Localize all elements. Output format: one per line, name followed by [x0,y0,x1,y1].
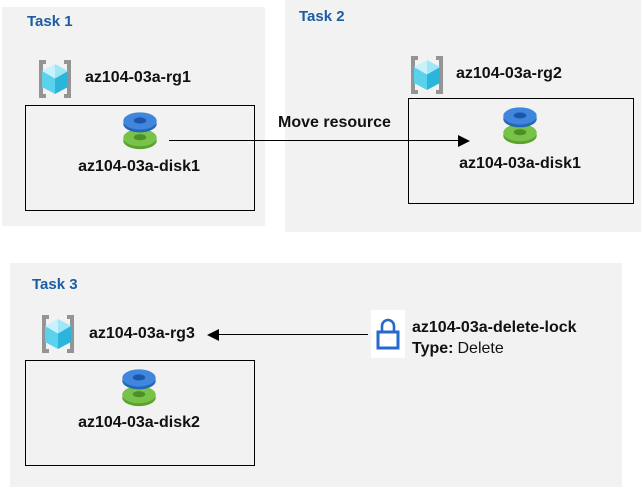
task1-resource-box [25,105,255,211]
lock-type-label: Type:Delete [412,340,504,358]
move-arrow-line [169,140,459,141]
task1-resource-group-label: az104-03a-rg1 [85,69,191,86]
task3-resource-group-label: az104-03a-rg3 [89,325,195,342]
resource-group-icon [33,57,77,106]
lock-type-key: Type: [412,340,454,357]
task2-title: Task 2 [299,8,345,25]
task2-resource-box [408,98,634,204]
lock-name-label: az104-03a-delete-lock [412,319,577,336]
move-resource-label: Move resource [278,114,391,131]
disk-icon [495,104,545,153]
resource-group-icon [405,53,449,102]
task3-panel [10,263,622,487]
disk-icon [114,366,164,415]
task2-disk-label: az104-03a-disk1 [459,155,581,172]
task1-disk-label: az104-03a-disk1 [78,158,200,175]
move-arrow-head-icon [458,135,470,147]
task3-disk-label: az104-03a-disk2 [78,414,200,431]
task1-title: Task 1 [27,13,73,30]
lock-icon [371,310,405,358]
task2-resource-group-label: az104-03a-rg2 [456,65,562,82]
task3-title: Task 3 [32,276,78,293]
resource-group-icon [36,312,80,361]
lock-type-value: Delete [457,340,504,357]
disk-icon [115,109,165,158]
task2-panel [285,0,641,232]
task3-resource-box [25,360,255,466]
lock-arrow-line [218,334,368,335]
lock-arrow-head-icon [207,329,219,341]
